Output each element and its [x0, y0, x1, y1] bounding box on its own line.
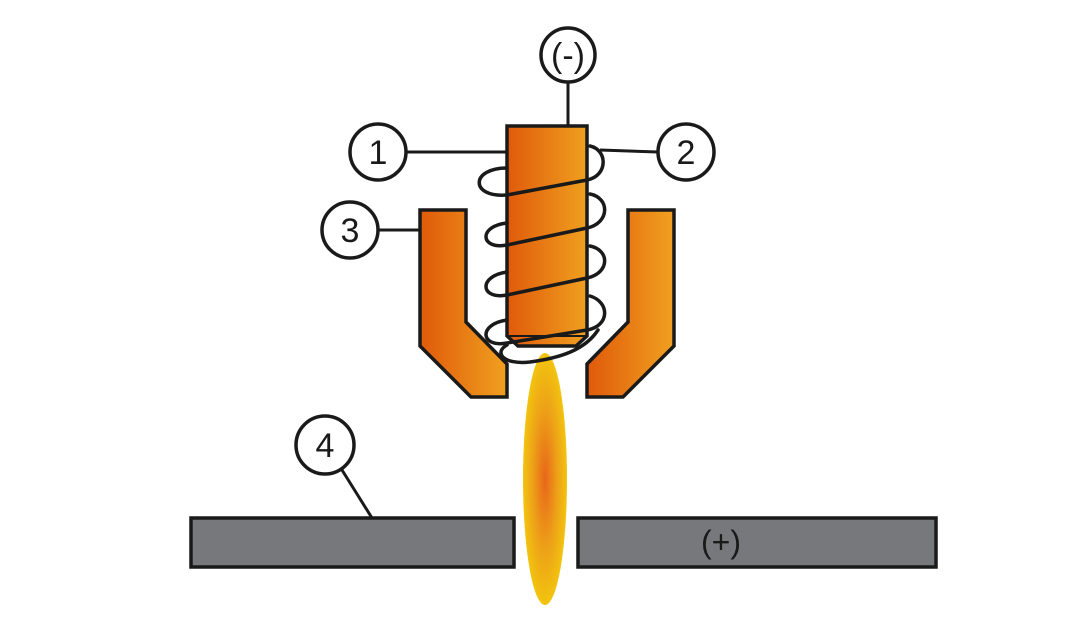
coil-strand-2 [484, 192, 607, 248]
coil-strand-1 [477, 144, 605, 197]
workpiece: (+) [189, 516, 938, 569]
electrode-terminal-label: (-) [551, 37, 585, 75]
callout-1: 1 [348, 122, 408, 182]
callout-2-label: 2 [677, 134, 696, 172]
coil-strand-4 [484, 294, 607, 346]
leader-callout-2 [599, 148, 659, 154]
callout-electrode-terminal: (-) [539, 26, 597, 84]
callout-4-label: 4 [316, 427, 335, 465]
leader-lines [340, 82, 659, 519]
callout-3: 3 [320, 200, 380, 260]
nozzle-right-half [585, 208, 676, 399]
nozzle-left-half [418, 208, 509, 399]
callout-1-label: 1 [369, 134, 388, 172]
leader-callout-4 [340, 469, 374, 519]
coil-strand-3 [484, 244, 607, 298]
callout-4: 4 [294, 414, 356, 476]
callout-2: 2 [656, 122, 716, 182]
swirl-coil [477, 144, 607, 365]
callout-3-label: 3 [341, 212, 360, 250]
coil-strand-5 [499, 328, 600, 365]
nozzle [418, 208, 676, 399]
workpiece-right-plate [576, 516, 938, 569]
plasma-arc [523, 353, 567, 605]
workpiece-terminal-label: (+) [701, 524, 741, 560]
workpiece-left-plate [189, 516, 516, 569]
